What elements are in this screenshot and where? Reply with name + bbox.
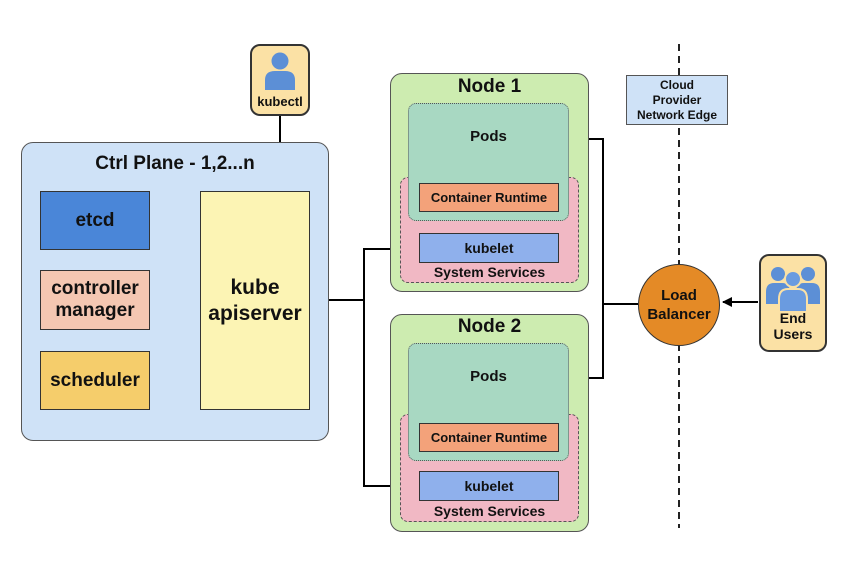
person-icon: [265, 52, 295, 90]
cloud-edge-label: Cloud Provider Network Edge: [626, 75, 728, 125]
users-group-icon: [766, 267, 820, 312]
node-1-title: Node 1: [457, 76, 522, 97]
apiserver-line2: apiserver: [208, 301, 302, 325]
node-1-kubelet: kubelet: [419, 233, 559, 263]
controller-manager-line1: controller: [51, 278, 139, 299]
apiserver-line1: kube: [230, 275, 280, 299]
controller-manager-box: controller manager: [40, 270, 150, 330]
end-users-line1: End: [779, 310, 807, 326]
node-1-pods-label: Pods: [470, 128, 507, 145]
node-1-container-runtime: Container Runtime: [419, 183, 559, 212]
control-plane-title: Ctrl Plane - 1,2...n: [95, 153, 255, 174]
node-2-container-runtime: Container Runtime: [419, 423, 559, 452]
kube-apiserver-box: kube apiserver: [200, 191, 310, 410]
kubectl-label: kubectl: [257, 94, 303, 109]
node-2-title: Node 2: [457, 316, 522, 337]
etcd-box: etcd: [40, 191, 150, 250]
cloud-edge-line1: Cloud: [660, 77, 694, 92]
end-users-line2: Users: [773, 326, 813, 342]
load-balancer-line2: Balancer: [647, 306, 711, 323]
cloud-edge-line3: Network Edge: [636, 107, 717, 122]
load-balancer-line1: Load: [661, 287, 697, 304]
scheduler-box: scheduler: [40, 351, 150, 410]
node-2-kubelet: kubelet: [419, 471, 559, 501]
node-2-pods-label: Pods: [470, 368, 507, 385]
controller-manager-line2: manager: [55, 300, 135, 321]
load-balancer-circle: Load Balancer: [638, 264, 720, 346]
cloud-edge-line2: Provider: [652, 92, 702, 107]
node-1-system-services-label: System Services: [433, 264, 546, 280]
node-2-system-services-label: System Services: [433, 503, 546, 519]
